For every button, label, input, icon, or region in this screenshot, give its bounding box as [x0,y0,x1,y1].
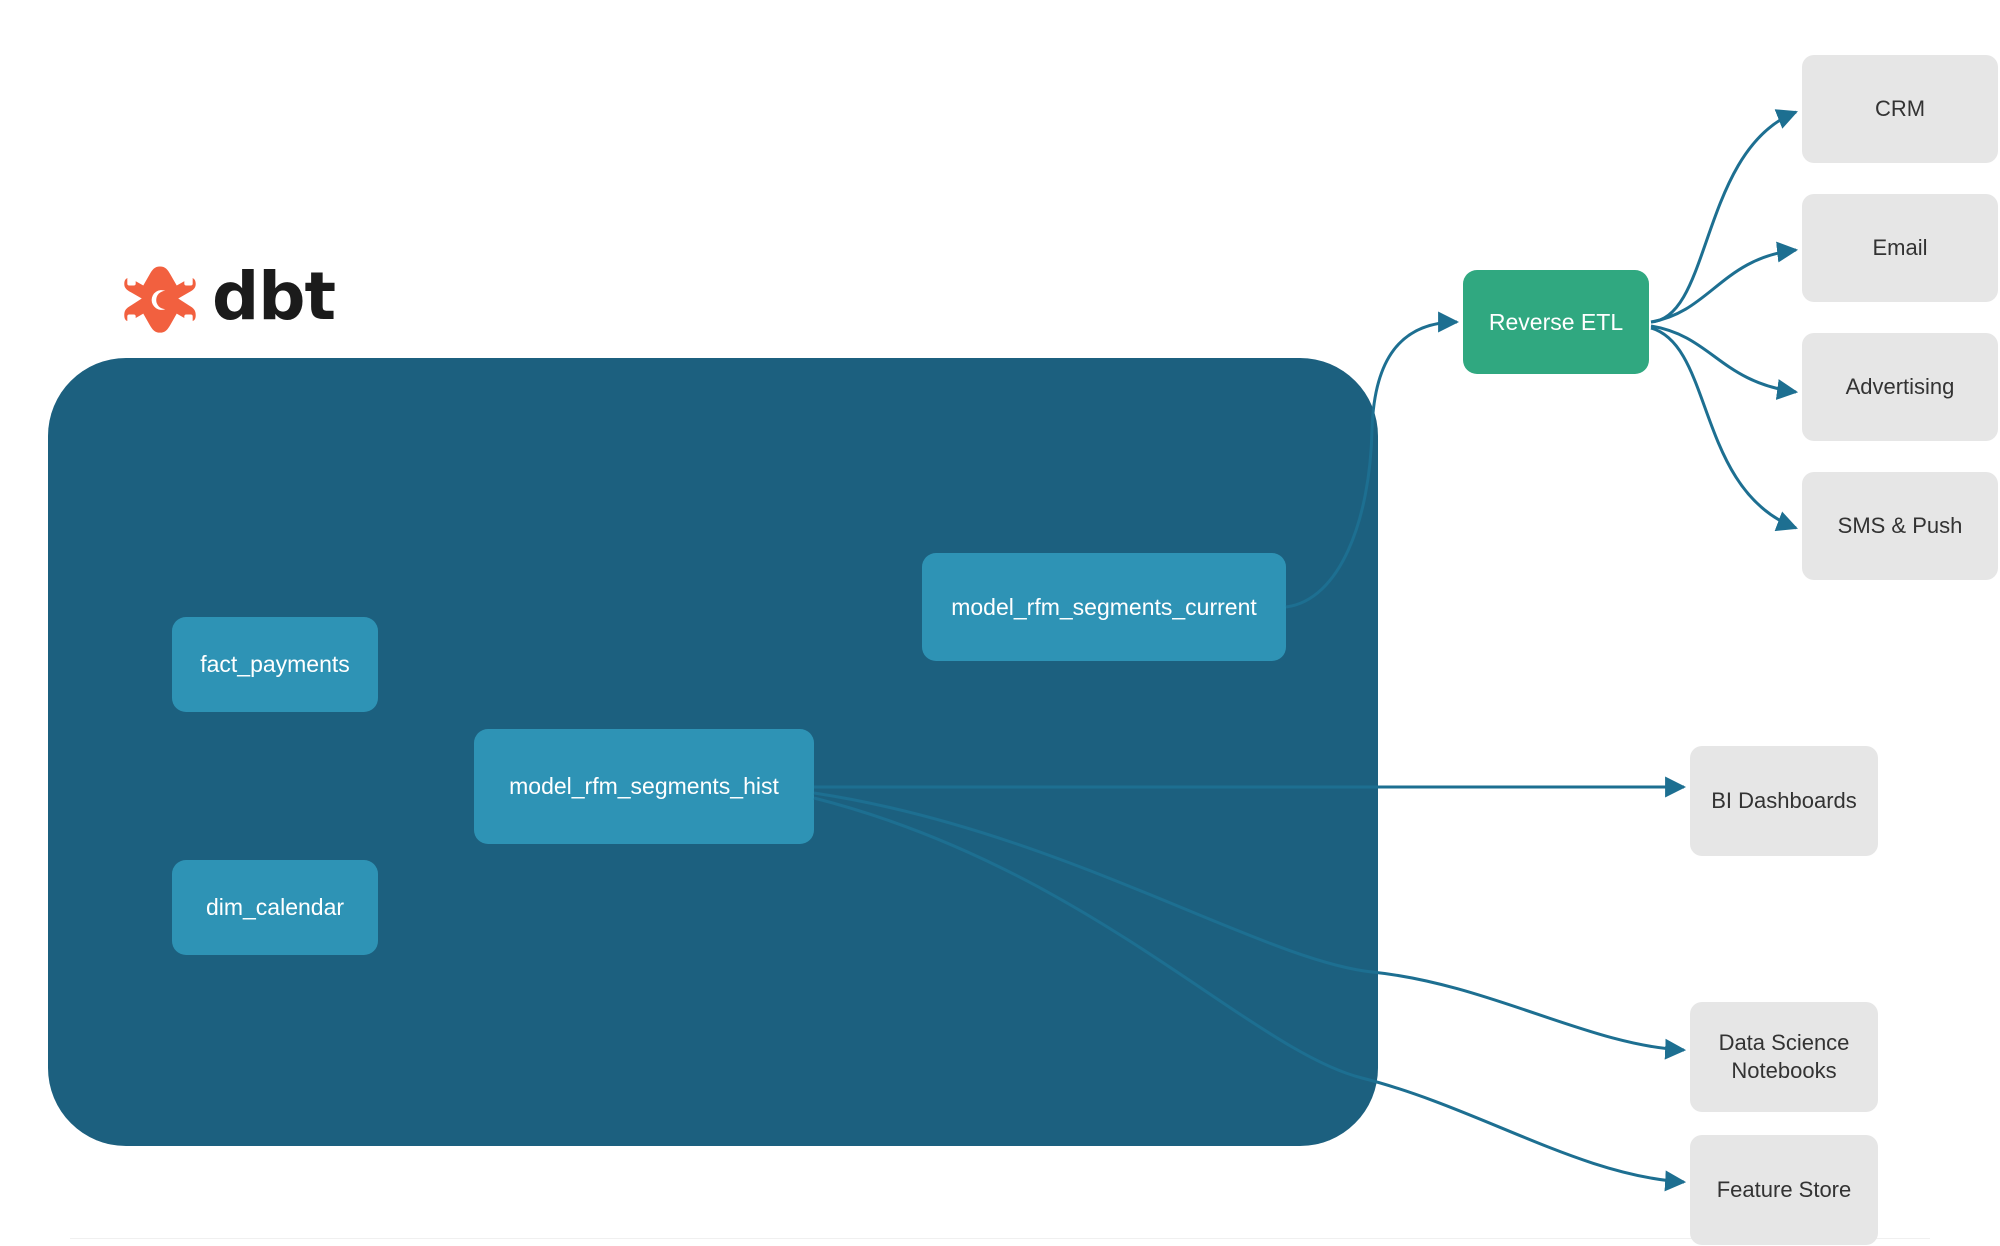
dbt-logo: dbt [122,258,336,338]
node-crm[interactable]: CRM [1802,55,1998,163]
node-advertising[interactable]: Advertising [1802,333,1998,441]
node-fact-payments[interactable]: fact_payments [172,617,378,712]
node-crm-label: CRM [1874,95,1926,121]
dbt-wordmark: dbt [212,258,336,335]
node-data-science-notebooks-label-line1: Data Science [1718,1029,1850,1055]
node-data-science-notebooks-label-line2: Notebooks [1731,1058,1837,1083]
edge-reverse-etl-to-crm [1650,109,1798,324]
edge-reverse-etl-to-email [1650,241,1799,324]
node-feature-store[interactable]: Feature Store [1690,1135,1878,1245]
node-model-rfm-segments-hist-label: model_rfm_segments_hist [509,773,779,799]
edge-reverse-etl-to-sms-push [1650,326,1798,532]
node-advertising-label: Advertising [1845,373,1955,399]
node-reverse-etl[interactable]: Reverse ETL [1463,270,1649,374]
dbt-logo-icon [124,266,196,333]
node-email[interactable]: Email [1802,194,1998,302]
node-feature-store-label: Feature Store [1716,1176,1852,1202]
node-reverse-etl-label: Reverse ETL [1488,308,1624,335]
node-bi-dashboards-label: BI Dashboards [1711,787,1857,813]
node-email-label: Email [1872,234,1928,260]
node-fact-payments-label: fact_payments [200,651,350,677]
node-data-science-notebooks[interactable]: Data Science Notebooks [1690,1002,1878,1112]
node-sms-push-label: SMS & Push [1837,512,1963,538]
edge-reverse-etl-to-advertising [1650,324,1799,400]
node-dim-calendar-label: dim_calendar [205,894,345,920]
node-model-rfm-segments-current[interactable]: model_rfm_segments_current [922,553,1286,661]
node-bi-dashboards[interactable]: BI Dashboards [1690,746,1878,856]
node-model-rfm-segments-current-label: model_rfm_segments_current [951,593,1257,620]
node-sms-push[interactable]: SMS & Push [1802,472,1998,580]
bottom-divider [70,1238,1930,1239]
node-dim-calendar[interactable]: dim_calendar [172,860,378,955]
node-model-rfm-segments-hist[interactable]: model_rfm_segments_hist [474,729,814,844]
